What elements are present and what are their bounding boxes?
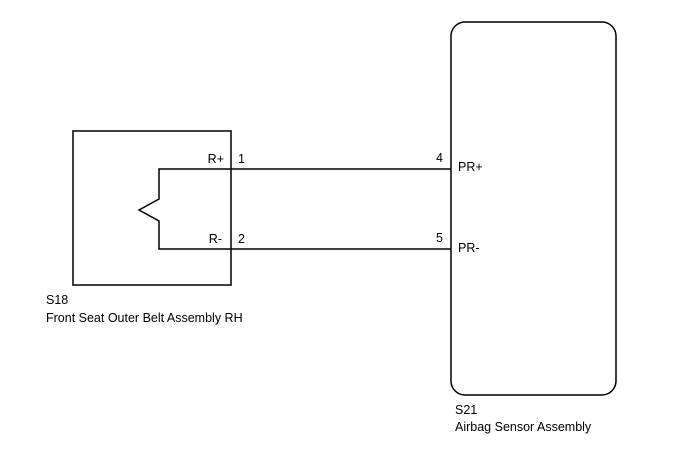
pin-number-5: 5 — [436, 231, 443, 245]
pin-number-2: 2 — [238, 232, 245, 246]
airbag-sensor-box — [450, 21, 617, 396]
pin-label-r-plus: R+ — [208, 152, 224, 166]
pin-label-pr-minus: PR- — [458, 241, 480, 255]
right-component-name: Airbag Sensor Assembly — [455, 420, 592, 434]
pin-number-1: 1 — [238, 152, 245, 166]
left-component-code: S18 — [46, 293, 68, 307]
pin-number-4: 4 — [436, 151, 443, 165]
pin-label-pr-plus: PR+ — [458, 160, 483, 174]
belt-assembly-box — [72, 130, 232, 286]
left-component-name: Front Seat Outer Belt Assembly RH — [46, 311, 243, 325]
pin-label-r-minus: R- — [209, 232, 222, 246]
sensor-symbol — [137, 168, 231, 250]
right-component-code: S21 — [455, 403, 477, 417]
